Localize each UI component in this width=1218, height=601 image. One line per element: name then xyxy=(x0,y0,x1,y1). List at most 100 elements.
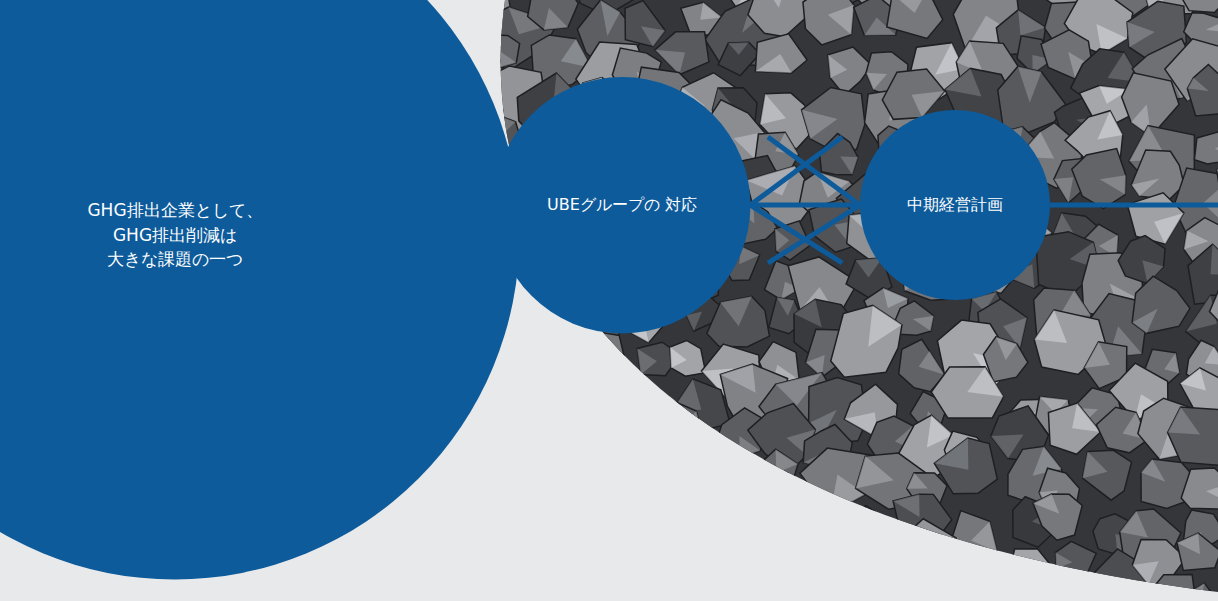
rock-facet xyxy=(893,494,919,517)
coal-rock xyxy=(444,471,489,520)
rock-facet xyxy=(892,0,927,13)
rock-facet xyxy=(678,460,712,497)
rock-body xyxy=(841,506,890,549)
coal-rock xyxy=(637,591,695,601)
coal-rock xyxy=(526,368,594,434)
rock-facet xyxy=(1018,66,1042,102)
coal-rock xyxy=(1187,64,1218,116)
rock-facet xyxy=(1168,407,1200,434)
rock-facet xyxy=(566,409,599,443)
coal-rock xyxy=(428,589,501,601)
coal-rock xyxy=(481,35,520,69)
rock-facet xyxy=(638,450,667,479)
rock-facet xyxy=(802,110,838,139)
rock-facet xyxy=(553,368,595,401)
coal-rock xyxy=(625,485,700,549)
rock-facet xyxy=(626,434,655,474)
rock-facet xyxy=(856,456,894,488)
rock-body xyxy=(914,597,967,601)
rock-body xyxy=(1118,236,1165,284)
coal-rock xyxy=(1181,468,1218,509)
coal-rock xyxy=(656,460,712,521)
chevron-arrow xyxy=(750,137,860,263)
rock-body xyxy=(655,32,709,75)
coal-rock xyxy=(755,34,807,73)
rock-facet xyxy=(760,0,786,8)
coal-rock xyxy=(656,401,703,454)
rock-body xyxy=(563,430,625,485)
rock-facet xyxy=(539,460,575,497)
rock-body xyxy=(1131,150,1184,200)
rock-facet xyxy=(544,8,568,30)
coal-rock xyxy=(1145,575,1196,601)
rock-body xyxy=(538,599,581,601)
rock-body xyxy=(680,549,743,601)
rock-body xyxy=(543,344,588,387)
rock-body xyxy=(665,494,732,555)
rock-facet xyxy=(777,297,795,315)
coal-rock xyxy=(1083,584,1143,601)
rock-body xyxy=(1194,132,1218,164)
coal-rock xyxy=(587,505,646,552)
rock-facet xyxy=(996,337,1017,360)
coal-rock xyxy=(823,545,860,580)
rock-facet xyxy=(865,521,889,540)
rock-body xyxy=(1005,581,1049,601)
rock-body xyxy=(1033,494,1082,540)
coal-rock xyxy=(761,449,799,494)
rock-body xyxy=(931,367,1003,418)
rock-facet xyxy=(1120,511,1148,538)
coal-rock xyxy=(803,0,854,45)
coal-rock xyxy=(400,578,456,601)
coal-rock xyxy=(502,557,551,601)
rock-facet xyxy=(700,2,722,20)
coal-rock xyxy=(718,42,760,75)
coal-rock xyxy=(899,519,961,579)
rock-facet xyxy=(549,533,572,555)
flow-circle: 中期経営計画 xyxy=(860,110,1050,300)
rock-body xyxy=(656,460,712,521)
coal-rock xyxy=(765,495,808,547)
coal-rock xyxy=(396,494,441,536)
coal-rock xyxy=(481,584,519,601)
rock-body xyxy=(507,460,575,533)
coal-rock xyxy=(1210,281,1218,338)
coal-rock xyxy=(525,409,598,470)
rock-body xyxy=(658,575,734,601)
coal-rock xyxy=(437,563,478,601)
rock-facet xyxy=(595,431,625,456)
coal-rock xyxy=(882,69,944,119)
rock-body xyxy=(526,368,594,434)
coal-rock xyxy=(665,494,732,555)
rock-facet xyxy=(1187,78,1208,91)
rock-body xyxy=(734,468,778,509)
rock-body xyxy=(887,0,943,38)
rock-facet xyxy=(625,516,664,550)
rock-facet xyxy=(663,591,691,601)
rock-facet xyxy=(563,344,588,370)
rock-body xyxy=(530,532,587,584)
coal-rock xyxy=(967,552,1002,591)
rock-body xyxy=(428,490,491,549)
coal-rock xyxy=(1033,494,1082,540)
rock-body xyxy=(444,471,489,520)
rock-facet xyxy=(1215,141,1218,160)
rock-facet xyxy=(680,549,711,575)
coal-rock xyxy=(483,506,550,572)
coal-rock xyxy=(841,506,890,549)
rock-body xyxy=(818,592,864,601)
circle-fill xyxy=(860,110,1050,300)
coal-rock xyxy=(577,330,625,385)
rock-facet xyxy=(883,288,908,308)
rock-facet xyxy=(914,597,937,601)
rock-body xyxy=(1169,583,1218,601)
rock-facet xyxy=(606,382,625,396)
circle-text: 中期経営計画 xyxy=(875,193,1035,216)
rock-body xyxy=(748,0,807,37)
coal-rock xyxy=(625,1,665,47)
rock-body xyxy=(637,426,690,479)
flow-circle: GHG排出企業として、 GHG排出削減は 大きな課題の一つ xyxy=(0,0,520,580)
coal-rock xyxy=(1048,403,1100,454)
rock-body xyxy=(852,573,904,601)
rock-facet xyxy=(1127,22,1155,47)
